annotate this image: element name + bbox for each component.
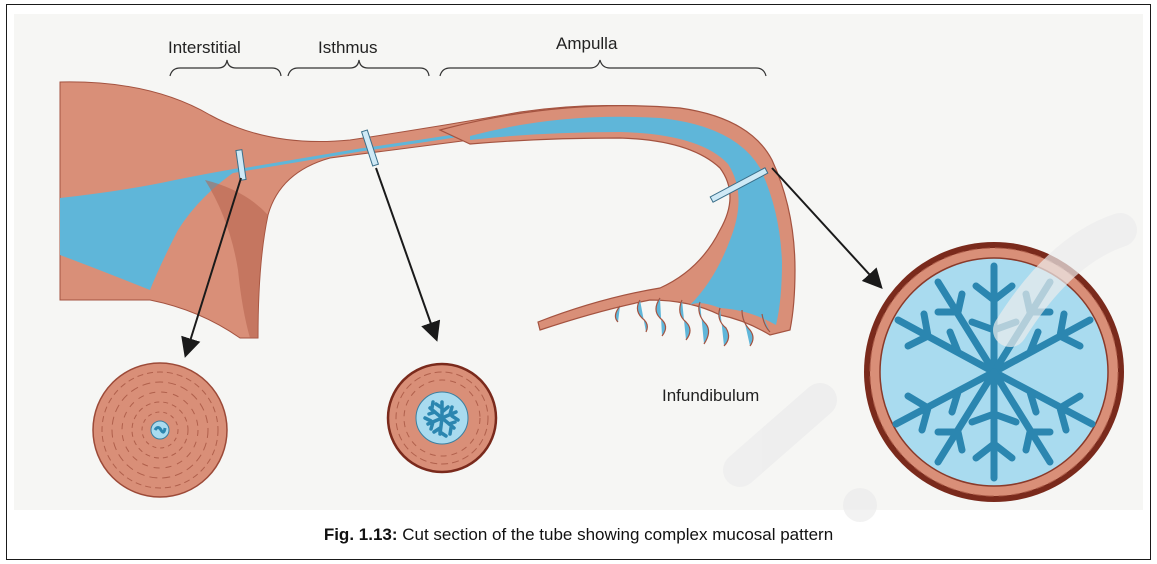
cross-section-ampulla	[864, 242, 1124, 502]
figure-number: Fig. 1.13:	[324, 525, 398, 544]
label-infundibulum: Infundibulum	[662, 386, 759, 406]
brace-isthmus	[288, 60, 429, 76]
cross-section-isthmus	[388, 364, 496, 472]
arrow-isthmus	[376, 168, 436, 338]
brace-ampulla	[440, 60, 766, 76]
cross-section-interstitial	[93, 363, 227, 497]
caption-text: Cut section of the tube showing complex …	[402, 525, 833, 544]
label-isthmus: Isthmus	[318, 38, 378, 58]
brace-interstitial	[170, 60, 281, 76]
label-ampulla: Ampulla	[556, 34, 617, 54]
label-interstitial: Interstitial	[168, 38, 241, 58]
figure-caption: Fig. 1.13: Cut section of the tube showi…	[0, 525, 1157, 545]
